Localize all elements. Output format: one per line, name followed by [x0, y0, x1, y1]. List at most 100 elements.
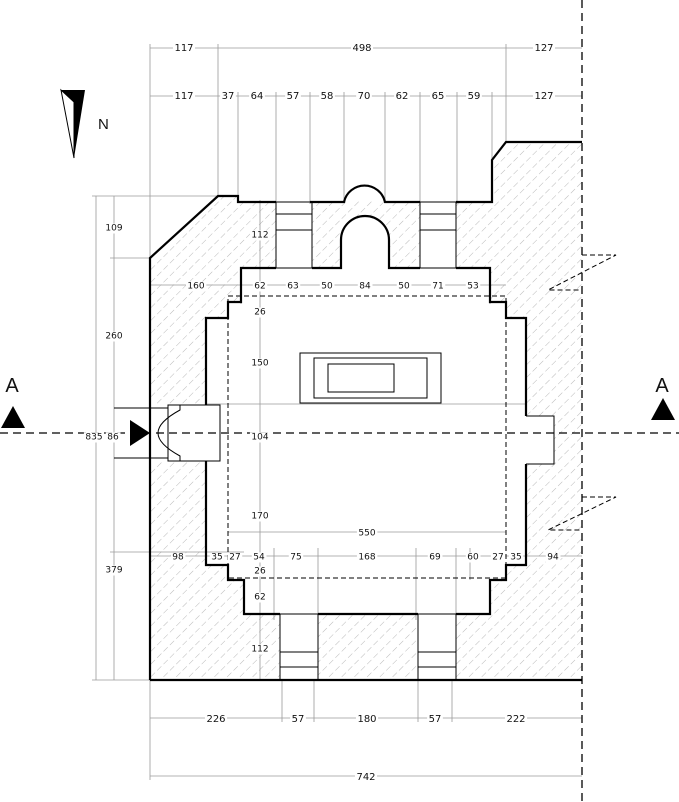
south-window-left-opening	[280, 614, 318, 680]
dim-label-bg	[430, 91, 446, 102]
dim-label-bg	[288, 552, 304, 563]
dim-label-bg	[249, 358, 271, 369]
dim-label-bg	[319, 281, 335, 292]
dim-label-bg	[220, 91, 236, 102]
dim-label: 498	[352, 43, 371, 54]
dim-label-bg	[508, 552, 524, 563]
dim-label: 50	[321, 282, 333, 292]
dim-label: 65	[432, 91, 445, 102]
dim-label-bg	[350, 43, 374, 54]
dim-label: 27	[492, 553, 503, 563]
dim-label-bg	[356, 528, 378, 539]
dim-label: 57	[292, 714, 305, 725]
dim-label: 104	[251, 433, 268, 443]
dashed-projection	[227, 295, 507, 579]
dim-label: 112	[251, 231, 268, 241]
dim-label-bg	[103, 565, 125, 576]
dim-label: 180	[357, 714, 376, 725]
dim-label: 170	[251, 512, 268, 522]
section-marker-right-icon	[651, 398, 675, 420]
left-dims: 109 260 835 379	[83, 223, 125, 576]
dim-label: 112	[251, 645, 268, 655]
dim-label-bg	[319, 91, 335, 102]
dim-label-bg	[465, 552, 481, 563]
top-overall-dims: 117 498 127	[172, 43, 556, 54]
dim-label-bg	[252, 281, 268, 292]
dim-label: 150	[251, 359, 268, 369]
dim-label-bg	[251, 552, 267, 563]
dim-label: 63	[287, 282, 298, 292]
dim-label: 127	[534, 43, 553, 54]
dim-label-bg	[170, 552, 186, 563]
dim-label-bg	[252, 566, 268, 577]
dim-label-bg	[185, 281, 207, 292]
dim-label-bg	[252, 307, 268, 318]
dim-label: 70	[358, 91, 371, 102]
dim-label-bg	[545, 552, 561, 563]
section-label-right: A	[655, 375, 669, 397]
vertical-inner-dims: 112 26 150 86 104 170 550 26 62 112	[105, 230, 378, 655]
central-tomb	[299, 352, 442, 404]
dim-label-bg	[357, 281, 373, 292]
dim-label: 53	[467, 282, 478, 292]
dim-label: 57	[287, 91, 300, 102]
dim-label-bg	[252, 592, 268, 603]
dim-label: 75	[290, 553, 301, 563]
dim-label: 62	[254, 282, 265, 292]
dim-label-bg	[396, 281, 412, 292]
section-break-dashes	[547, 0, 617, 802]
hall-interior	[206, 268, 526, 615]
north-label: N	[98, 116, 109, 133]
dim-label: 62	[254, 593, 265, 603]
dim-label: 50	[398, 282, 410, 292]
dim-label-bg	[465, 281, 481, 292]
dim-label: 71	[432, 282, 443, 292]
dim-label: 60	[467, 553, 479, 563]
dim-label: 98	[172, 553, 184, 563]
dim-label-bg	[105, 432, 121, 443]
dim-label-bg	[172, 91, 196, 102]
dim-label-bg	[290, 714, 306, 725]
dim-label-bg	[532, 91, 556, 102]
dim-label-bg	[354, 772, 378, 783]
dim-label: 742	[356, 772, 375, 783]
dim-label-bg	[83, 432, 105, 443]
dim-label-bg	[427, 552, 443, 563]
dim-label: 550	[358, 529, 375, 539]
dim-label: 160	[187, 282, 204, 292]
dim-label: 26	[254, 308, 266, 318]
section-label-left: A	[5, 375, 19, 397]
dim-label: 37	[222, 91, 235, 102]
top-detail-dims: 117 37 64 57 58 70 62 65 59 127	[172, 91, 556, 102]
entrance-arrow-icon	[130, 420, 150, 446]
dim-label-bg	[249, 511, 271, 522]
dim-label-bg	[490, 552, 506, 563]
bottom-dims: 226 57 180 57 222 742	[204, 714, 528, 783]
dim-label-bg	[204, 714, 228, 725]
dim-label: 64	[251, 91, 264, 102]
dim-label-bg	[103, 223, 125, 234]
dim-label-bg	[532, 43, 556, 54]
dim-label: 127	[534, 91, 553, 102]
dim-label: 94	[547, 553, 559, 563]
dim-label-bg	[356, 91, 372, 102]
dim-label-bg	[249, 644, 271, 655]
dim-label: 226	[206, 714, 225, 725]
south-inner-dims: 98 35 27 54 75 168 69 60 27 35 94	[170, 552, 561, 563]
dim-label-bg	[249, 230, 271, 241]
north-inner-dims: 160 62 63 50 84 50 71 53	[185, 281, 481, 292]
dim-label: 379	[105, 566, 122, 576]
dim-label: 86	[107, 433, 119, 443]
dim-label: 62	[396, 91, 409, 102]
dim-label: 69	[429, 553, 441, 563]
dim-label: 835	[85, 433, 102, 443]
north-arrow-icon	[60, 88, 85, 159]
dim-label: 35	[510, 553, 521, 563]
dim-label-bg	[249, 91, 265, 102]
dim-label-bg	[103, 331, 125, 342]
dim-label: 109	[105, 224, 122, 234]
dim-label-bg	[466, 91, 482, 102]
south-window-right-opening	[418, 614, 456, 680]
dim-label: 84	[359, 282, 371, 292]
